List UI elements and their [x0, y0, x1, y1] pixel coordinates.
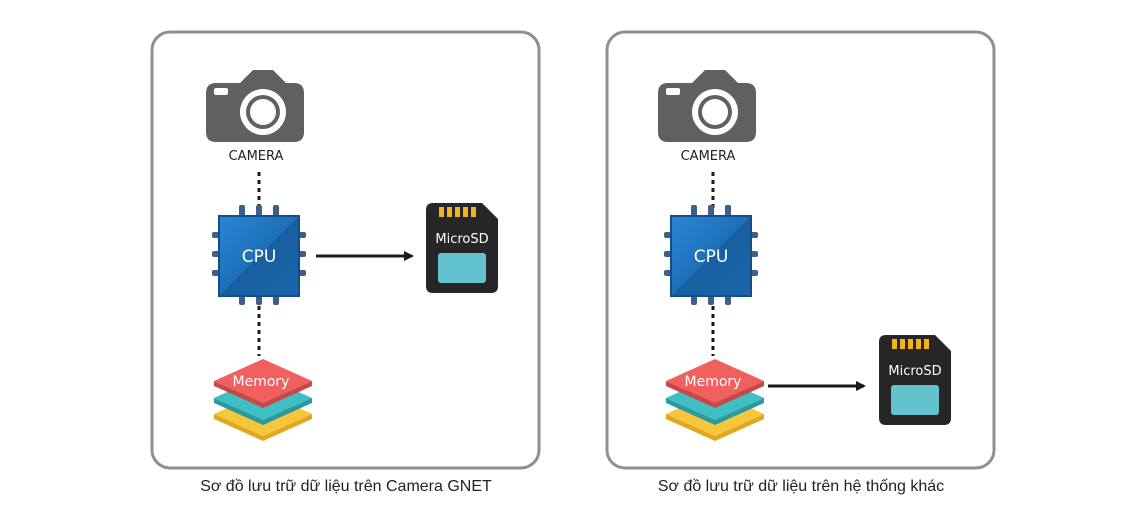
cpu-chip-icon — [212, 205, 306, 305]
memory-stack-icon — [666, 359, 764, 441]
microsd-card-icon — [879, 335, 951, 425]
panel-gnet: CAMERA CPU — [150, 30, 541, 470]
panel-other-system: CAMERA CPU — [605, 30, 996, 470]
camera-label: CAMERA — [229, 149, 284, 164]
camera-icon — [658, 70, 756, 142]
memory-stack-icon — [214, 359, 312, 441]
diagram-canvas: CAMERA CPU — [150, 30, 996, 470]
camera-icon — [206, 70, 304, 142]
caption-gnet: Sơ đồ lưu trữ dữ liệu trên Camera GNET — [200, 478, 492, 495]
cpu-chip-icon — [664, 205, 758, 305]
microsd-card-icon — [426, 203, 498, 293]
microsd-label: MicroSD — [888, 364, 941, 379]
cpu-label: CPU — [242, 247, 277, 267]
cpu-label: CPU — [694, 247, 729, 267]
memory-label: Memory — [685, 374, 742, 390]
memory-label: Memory — [233, 374, 290, 390]
camera-label: CAMERA — [681, 149, 736, 164]
microsd-label: MicroSD — [435, 232, 488, 247]
caption-other-system: Sơ đồ lưu trữ dữ liệu trên hệ thống khác — [657, 478, 945, 495]
